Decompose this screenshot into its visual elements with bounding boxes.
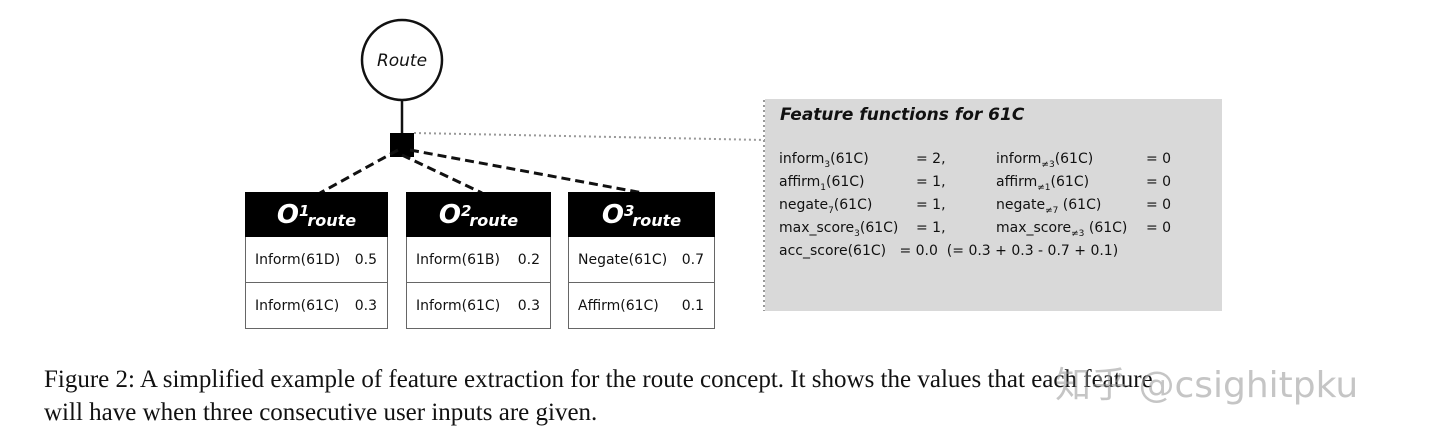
feature-a-name-3: negate7(61C) xyxy=(779,197,873,216)
caption-line-1: Figure 2: A simplified example of featur… xyxy=(44,366,1153,393)
observation-2-row-1: Inform(61B) 0.2 xyxy=(406,237,551,283)
acc-score-line: acc_score(61C) = 0.0 (= 0.3 + 0.3 - 0.7 … xyxy=(779,243,1119,259)
hypothesis-label: Inform(61B) xyxy=(416,251,500,268)
observation-3-row-1: Negate(61C) 0.7 xyxy=(568,237,715,283)
feature-b-value-3: = 0 xyxy=(1146,197,1172,213)
feature-a-value-3: = 1, xyxy=(916,197,946,213)
observation-1-row-2: Inform(61C) 0.3 xyxy=(245,283,388,329)
hypothesis-label: Inform(61C) xyxy=(416,297,501,314)
hypothesis-score: 0.1 xyxy=(681,297,704,314)
hypothesis-label: Inform(61D) xyxy=(255,251,341,268)
hypothesis-label: Inform(61C) xyxy=(255,297,340,314)
hypothesis-score: 0.7 xyxy=(681,251,704,268)
observation-3-row-2: Affirm(61C) 0.1 xyxy=(568,283,715,329)
feature-b-value-1: = 0 xyxy=(1146,151,1172,167)
feature-b-value-2: = 0 xyxy=(1146,174,1172,190)
observation-3-sup: 3 xyxy=(623,201,635,220)
hypothesis-score: 0.2 xyxy=(517,251,540,268)
observation-3-symbol: O xyxy=(601,199,624,230)
factor-to-feature-box-edge xyxy=(413,132,766,141)
hypothesis-label: Negate(61C) xyxy=(578,251,668,268)
feature-b-name-2: affirm≠1(61C) xyxy=(996,174,1090,193)
observation-2-row-2: Inform(61C) 0.3 xyxy=(406,283,551,329)
observation-3-sub: route xyxy=(632,211,682,230)
feature-a-value-4: = 1, xyxy=(916,220,946,236)
observation-2-sub: route xyxy=(469,211,519,230)
feature-a-value-2: = 1, xyxy=(916,174,946,190)
feature-b-name-1: inform≠3(61C) xyxy=(996,151,1094,170)
feature-box-title: Feature functions for 61C xyxy=(780,105,1025,125)
hypothesis-score: 0.3 xyxy=(517,297,540,314)
feature-b-name-4: max_score≠3 (61C) xyxy=(996,220,1128,239)
observation-1-sub: route xyxy=(307,211,357,230)
feature-a-name-4: max_score3(61C) xyxy=(779,220,899,239)
hypothesis-label: Affirm(61C) xyxy=(578,297,659,314)
factor-to-o3-edge xyxy=(409,148,644,195)
observation-2-sup: 2 xyxy=(460,201,472,220)
factor-to-o2-edge xyxy=(401,153,483,195)
hypothesis-score: 0.3 xyxy=(354,297,377,314)
feature-a-name-1: inform3(61C) xyxy=(779,151,869,170)
feature-functions-box: Feature functions for 61C inform3(61C) =… xyxy=(765,99,1222,311)
observation-1-symbol: O xyxy=(276,199,299,230)
feature-b-value-4: = 0 xyxy=(1146,220,1172,236)
feature-a-name-2: affirm1(61C) xyxy=(779,174,865,193)
factor-graph-diagram: Route xyxy=(319,18,766,311)
observation-2-symbol: O xyxy=(438,199,461,230)
observation-1-sup: 1 xyxy=(298,201,310,220)
observation-1-row-1: Inform(61D) 0.5 xyxy=(245,237,388,283)
factor-to-o1-edge xyxy=(319,148,399,195)
hypothesis-score: 0.5 xyxy=(354,251,377,268)
feature-b-name-3: negate≠7 (61C) xyxy=(996,197,1102,216)
route-node-label: Route xyxy=(377,51,427,71)
watermark: 知乎 @csighitpku xyxy=(1055,365,1359,406)
figure-caption: Figure 2: A simplified example of featur… xyxy=(44,363,1424,429)
feature-a-value-1: = 2, xyxy=(916,151,946,167)
caption-line-2: will have when three consecutive user in… xyxy=(44,399,598,426)
